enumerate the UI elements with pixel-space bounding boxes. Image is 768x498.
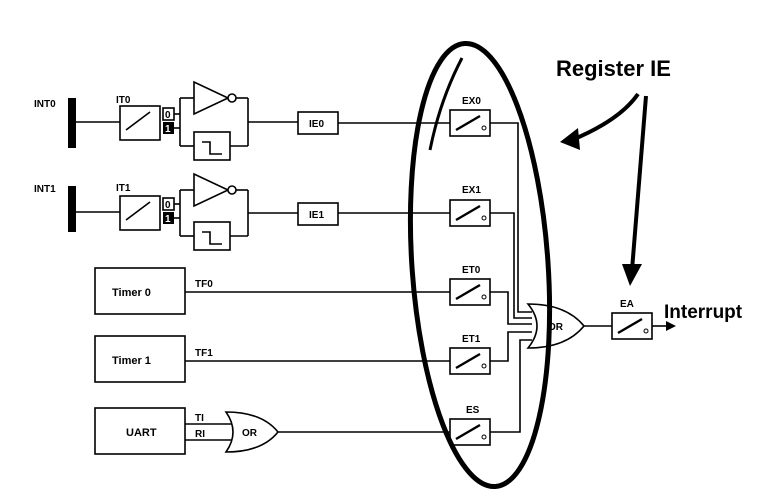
it0-bit1-box <box>163 122 174 134</box>
it0-label: IT0 <box>116 95 131 106</box>
timer1-label: Timer 1 <box>112 355 151 367</box>
timer0-box <box>94 267 186 315</box>
output-arrowhead <box>666 321 676 331</box>
et0-switch: ET0 <box>449 265 491 306</box>
ie0-label: IE0 <box>309 119 324 130</box>
uart-or-gate <box>224 411 280 453</box>
it1-switch-lever <box>125 201 151 221</box>
ea-arrow <box>630 95 648 271</box>
ri-label: RI <box>195 429 205 440</box>
ex0-switch: EX0 <box>449 96 491 137</box>
et0-label: ET0 <box>462 265 481 276</box>
it1-bit1: 1 <box>165 214 171 225</box>
et1-label: ET1 <box>462 334 481 345</box>
it0-bit0: 0 <box>165 110 171 121</box>
ea-arrowhead <box>622 264 642 286</box>
ex1-switch: EX1 <box>449 185 491 227</box>
it1-label: IT1 <box>116 183 131 194</box>
register-ie-ellipse-stroke <box>428 57 464 151</box>
register-ie-arrowhead <box>560 128 580 150</box>
tf1-label: TF1 <box>195 348 213 359</box>
ie1-flag-box <box>297 202 339 226</box>
es-switch: ES <box>449 405 491 446</box>
ea-switch: EA <box>611 299 653 340</box>
it0-switch-box <box>119 105 161 141</box>
register-ie-label: Register IE <box>556 56 671 81</box>
es-label: ES <box>466 405 480 416</box>
ti-label: TI <box>195 413 204 424</box>
int1-pin <box>68 186 76 232</box>
main-or-label: OR <box>548 322 564 333</box>
uart-label: UART <box>126 427 157 439</box>
ie1-label: IE1 <box>309 210 324 221</box>
it0-switch-lever <box>125 111 151 131</box>
it0-bit1: 1 <box>165 124 171 135</box>
uart-box <box>94 407 186 455</box>
main-or-gate <box>526 303 586 349</box>
ex1-label: EX1 <box>462 185 481 196</box>
edge-detect-int1 <box>193 221 231 251</box>
uart-or-label: OR <box>242 428 258 439</box>
not-gate-int1 <box>193 172 230 208</box>
it1-switch-box <box>119 195 161 231</box>
et1-switch: ET1 <box>449 334 491 375</box>
tf0-label: TF0 <box>195 279 213 290</box>
interrupt-label: Interrupt <box>664 302 743 323</box>
int1-label: INT1 <box>34 184 56 195</box>
ea-label: EA <box>620 299 634 310</box>
timer1-box <box>94 335 186 383</box>
edge-detect-int0 <box>193 131 231 161</box>
ex0-label: EX0 <box>462 96 481 107</box>
it1-bit0: 0 <box>165 200 171 211</box>
int0-pin <box>68 98 76 148</box>
register-ie-ellipse <box>407 40 553 490</box>
timer0-label: Timer 0 <box>112 287 151 299</box>
register-ie-arrow <box>571 92 640 142</box>
it1-bit1-box <box>163 212 174 224</box>
not-gate-int0 <box>193 80 230 116</box>
int0-label: INT0 <box>34 99 56 110</box>
